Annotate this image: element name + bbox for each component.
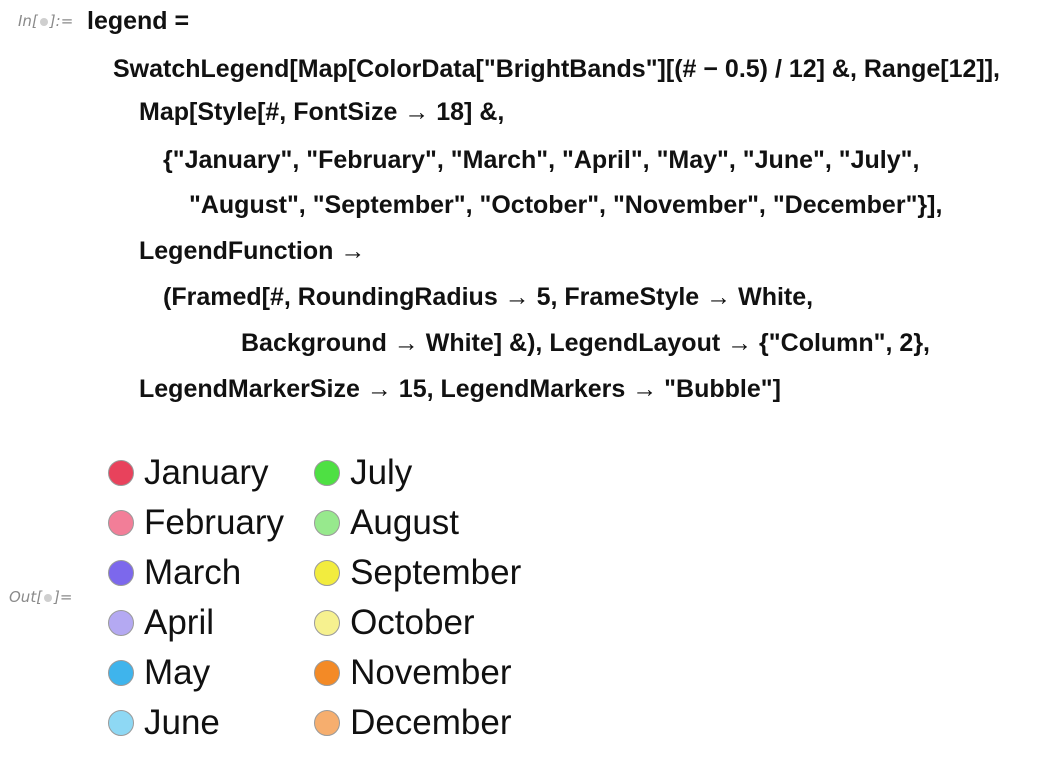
code-line-9[interactable]: LegendMarkerSize → 15, LegendMarkers → "… xyxy=(139,375,781,403)
code-line-8[interactable]: Background → White] &), LegendLayout → {… xyxy=(241,329,931,357)
code-line-4[interactable]: {"January", "February", "March", "April"… xyxy=(163,146,920,174)
legend-item-november: November xyxy=(314,648,521,698)
bubble-marker-icon xyxy=(314,710,341,736)
legend-column-1: January February March April May June xyxy=(108,448,284,748)
legend-item-august: August xyxy=(314,498,521,548)
legend-item-january: January xyxy=(108,448,284,498)
legend-label: September xyxy=(350,553,522,592)
legend-label: October xyxy=(350,603,475,642)
bubble-marker-icon xyxy=(108,560,134,586)
legend-item-december: December xyxy=(314,698,521,748)
legend-label: March xyxy=(144,553,242,592)
legend-label: June xyxy=(144,703,220,742)
input-cell-label: In[ ]:= xyxy=(18,12,73,30)
legend-label: December xyxy=(350,703,512,742)
legend-item-october: October xyxy=(314,598,521,648)
code-line-5[interactable]: "August", "September", "October", "Novem… xyxy=(189,191,943,219)
legend-label: January xyxy=(144,453,269,492)
code-line-7[interactable]: (Framed[#, RoundingRadius → 5, FrameStyl… xyxy=(163,283,814,311)
code-line-3[interactable]: Map[Style[#, FontSize → 18] &, xyxy=(139,98,505,126)
legend-item-june: June xyxy=(108,698,284,748)
output-label-prefix: Out[ xyxy=(9,588,43,606)
bubble-marker-icon xyxy=(108,510,134,536)
legend-label: July xyxy=(350,453,413,492)
cell-number-placeholder-icon xyxy=(39,17,48,26)
legend-item-march: March xyxy=(108,548,284,598)
bubble-marker-icon xyxy=(314,510,341,536)
legend-item-july: July xyxy=(314,448,521,498)
legend-label: November xyxy=(350,653,512,692)
legend-item-february: February xyxy=(108,498,284,548)
input-label-suffix: ]:= xyxy=(49,12,74,30)
bubble-marker-icon xyxy=(108,610,134,636)
bubble-marker-icon xyxy=(108,660,134,686)
legend-label: April xyxy=(144,603,215,642)
output-label-suffix: ]= xyxy=(54,588,73,606)
swatch-legend: January February March April May June Ju… xyxy=(108,448,521,748)
legend-label: February xyxy=(144,503,285,542)
bubble-marker-icon xyxy=(108,460,134,486)
input-label-prefix: In[ xyxy=(18,12,38,30)
legend-column-2: July August September October November D… xyxy=(314,448,521,748)
bubble-marker-icon xyxy=(314,660,341,686)
legend-item-september: September xyxy=(314,548,521,598)
legend-item-may: May xyxy=(108,648,284,698)
bubble-marker-icon xyxy=(314,560,341,586)
bubble-marker-icon xyxy=(108,710,134,736)
code-line-1[interactable]: legend = xyxy=(87,7,190,35)
code-line-2[interactable]: SwatchLegend[Map[ColorData["BrightBands"… xyxy=(113,55,1000,83)
cell-number-placeholder-icon xyxy=(44,593,53,602)
output-cell-label: Out[ ]= xyxy=(9,588,72,606)
legend-item-april: April xyxy=(108,598,284,648)
bubble-marker-icon xyxy=(314,460,341,486)
code-line-6[interactable]: LegendFunction → xyxy=(139,237,366,265)
bubble-marker-icon xyxy=(314,610,341,636)
legend-label: May xyxy=(144,653,211,692)
legend-label: August xyxy=(350,503,460,542)
